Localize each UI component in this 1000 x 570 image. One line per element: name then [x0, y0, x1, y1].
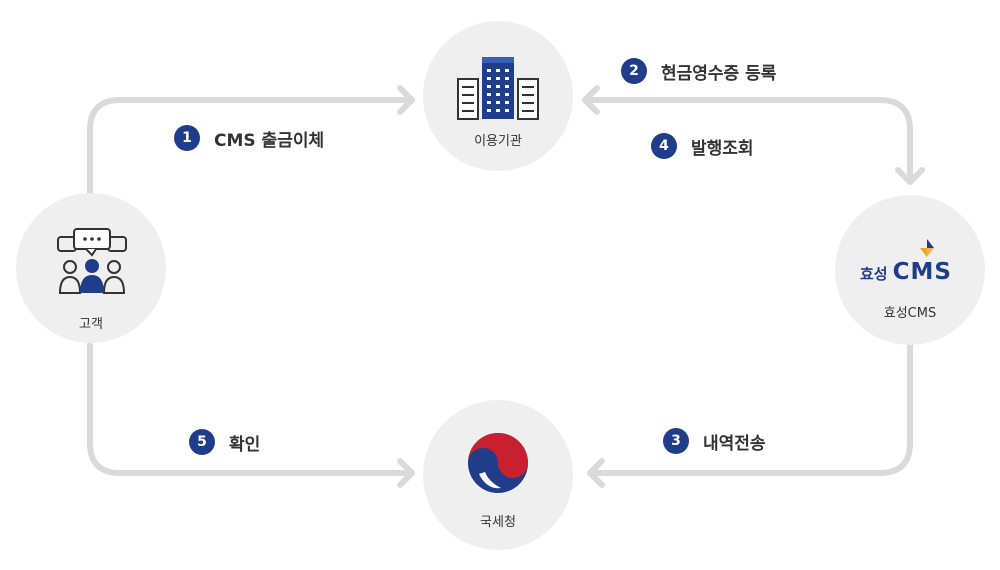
step-2: 2 현금영수증 등록 — [621, 57, 776, 85]
step-1-number: 1 — [174, 125, 200, 151]
step-5-number: 5 — [189, 429, 215, 455]
node-customer: 고객 — [16, 193, 166, 343]
node-nts-label: 국세청 — [480, 515, 516, 530]
step-2-number: 2 — [621, 58, 647, 84]
hyosung-cms-logo: 효성 CMS — [860, 261, 952, 284]
node-institution: 이용기관 — [423, 21, 573, 171]
step-3: 3 내역전송 — [663, 427, 766, 455]
node-institution-label: 이용기관 — [474, 134, 522, 149]
step-3-text: 내역전송 — [703, 433, 766, 454]
step-1: 1 CMS 출금이체 — [174, 124, 324, 152]
node-customer-label: 고객 — [79, 317, 103, 332]
step-1-text: CMS 출금이체 — [214, 130, 325, 151]
arrowhead-nts-right — [587, 458, 605, 488]
arrow-customer-to-institution — [87, 97, 415, 198]
hyosung-diamond-icon — [920, 239, 934, 257]
step-5-text: 확인 — [229, 434, 261, 455]
arrow-hyosung-to-institution — [582, 97, 913, 185]
customers-chat-icon — [57, 228, 127, 294]
arrowhead-hyosung — [895, 167, 925, 185]
arrow-hyosung-to-nts — [587, 342, 913, 476]
logo-text-en: CMS — [892, 259, 952, 285]
step-3-number: 3 — [663, 428, 689, 454]
node-nts: 국세청 — [423, 400, 573, 550]
step-4: 4 발행조회 — [651, 132, 754, 160]
step-5: 5 확인 — [189, 428, 260, 456]
step-4-text: 발행조회 — [691, 138, 754, 159]
node-hyosung-label: 효성CMS — [883, 306, 937, 321]
arrowhead-institution-left — [397, 85, 415, 115]
arrow-customer-to-nts — [87, 342, 415, 476]
arrowhead-nts-left — [397, 458, 415, 488]
node-hyosung: 효성 CMS 효성CMS — [835, 195, 985, 345]
building-icon — [457, 57, 539, 120]
government-emblem-icon — [468, 433, 528, 493]
logo-text-ko: 효성 — [860, 265, 888, 283]
step-2-text: 현금영수증 등록 — [661, 63, 777, 84]
arrowhead-institution-right — [582, 85, 600, 115]
step-4-number: 4 — [651, 133, 677, 159]
